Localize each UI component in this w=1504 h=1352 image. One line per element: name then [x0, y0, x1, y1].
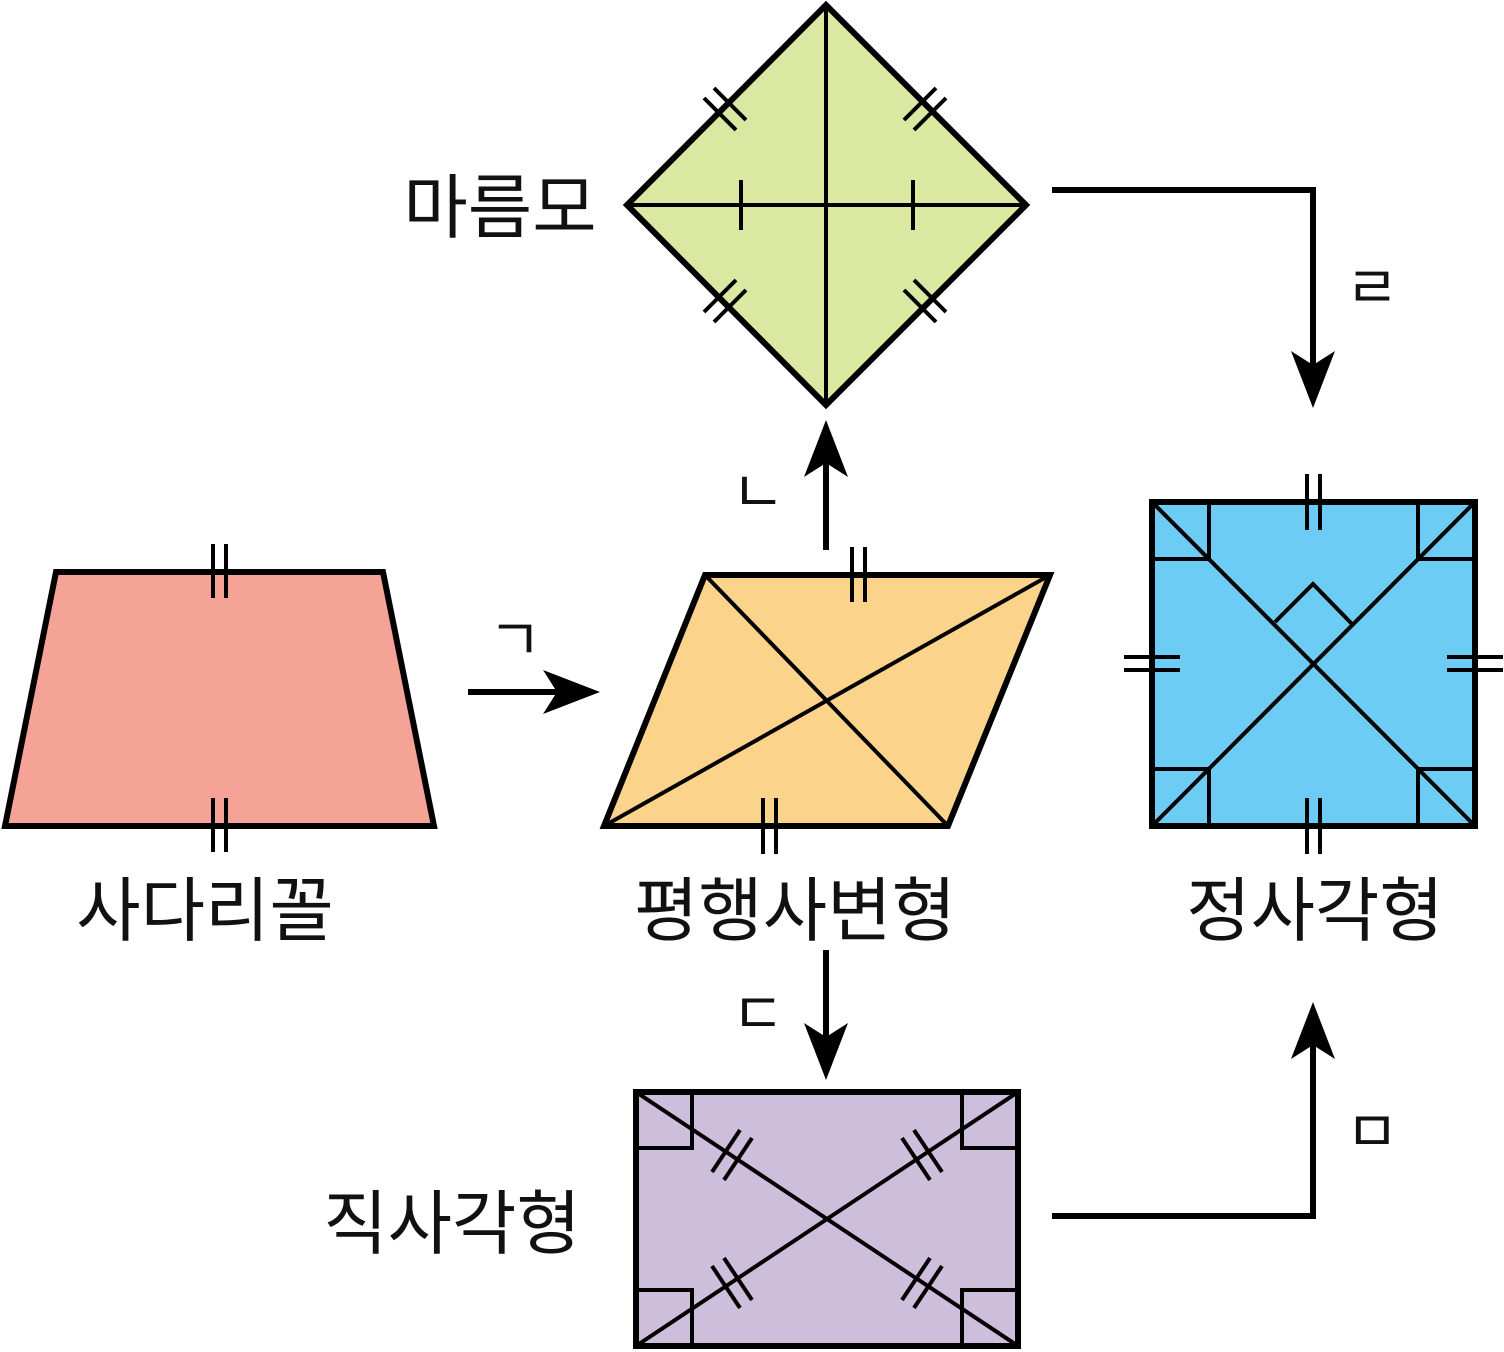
trapezoid: 사다리꼴 [1, 544, 438, 952]
step-label-e: ㅁ [1345, 1098, 1398, 1166]
rectangle-label: 직사각형 [323, 1183, 581, 1265]
step-label-c: ㄷ [731, 980, 784, 1048]
trapezoid-top-tick [211, 544, 228, 598]
square-corner-right-angle-marks [1152, 502, 1475, 826]
square-diagonal-2 [1150, 500, 1477, 828]
square-label: 정사각형 [1186, 870, 1444, 952]
parallelogram-label: 평행사변형 [634, 870, 956, 952]
trapezoid-shape [1, 569, 438, 829]
rhombus-label: 마름모 [403, 167, 596, 249]
rectangle-corner-right-angle-marks [636, 1092, 1018, 1346]
rhombus-diagonal-ticks [739, 180, 915, 230]
rectangle-diagonal-2 [634, 1090, 1020, 1348]
parallelogram-top-tick [850, 547, 867, 602]
square: 정사각형 [1124, 474, 1503, 952]
trapezoid-bottom-tick [211, 798, 228, 852]
rhombus-side-ticks [702, 86, 948, 324]
trapezoid-label: 사다리꼴 [76, 870, 334, 952]
parallelogram: 평행사변형 [599, 547, 1055, 952]
step-label-b: ㄴ [731, 458, 784, 526]
square-side-ticks [1124, 474, 1503, 854]
step-label-a: ㄱ [488, 606, 541, 674]
arrow-trapezoid-to-parallelogram: ㄱ [468, 606, 600, 714]
parallelogram-diagonal-2 [603, 573, 1051, 828]
arrow-parallelogram-to-rhombus: ㄴ [731, 420, 848, 550]
step-label-d: ㄹ [1345, 254, 1398, 322]
rhombus: 마름모 [403, 0, 1031, 410]
rectangle-diagonal-ticks [710, 1128, 944, 1310]
arrow-rhombus-to-square: ㄹ [1052, 187, 1399, 408]
parallelogram-bottom-tick [761, 798, 778, 854]
arrow-parallelogram-to-rectangle: ㄷ [731, 950, 848, 1080]
square-center-right-angle-mark [1273, 581, 1354, 626]
arrow-rectangle-to-square: ㅁ [1052, 1002, 1399, 1219]
rectangle: 직사각형 [323, 1089, 1021, 1349]
